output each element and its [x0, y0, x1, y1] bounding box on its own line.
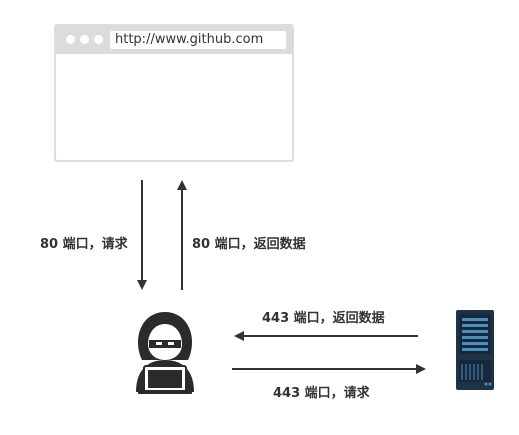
window-dot-icon — [80, 35, 89, 44]
http-response-label: 80 端口，返回数据 — [192, 237, 306, 252]
http-request-label: 80 端口，请求 — [40, 237, 128, 252]
window-dot-icon — [94, 35, 103, 44]
hooded-hacker-with-laptop-icon — [136, 312, 194, 394]
address-bar[interactable]: http://www.github.com — [110, 31, 286, 49]
window-dot-icon — [66, 35, 75, 44]
browser-window: http://www.github.com — [54, 24, 294, 162]
https-response-label: 443 端口，返回数据 — [262, 311, 385, 326]
browser-title-bar: http://www.github.com — [56, 26, 292, 54]
server-rack-icon — [456, 310, 494, 390]
https-request-label: 443 端口，请求 — [273, 386, 370, 401]
